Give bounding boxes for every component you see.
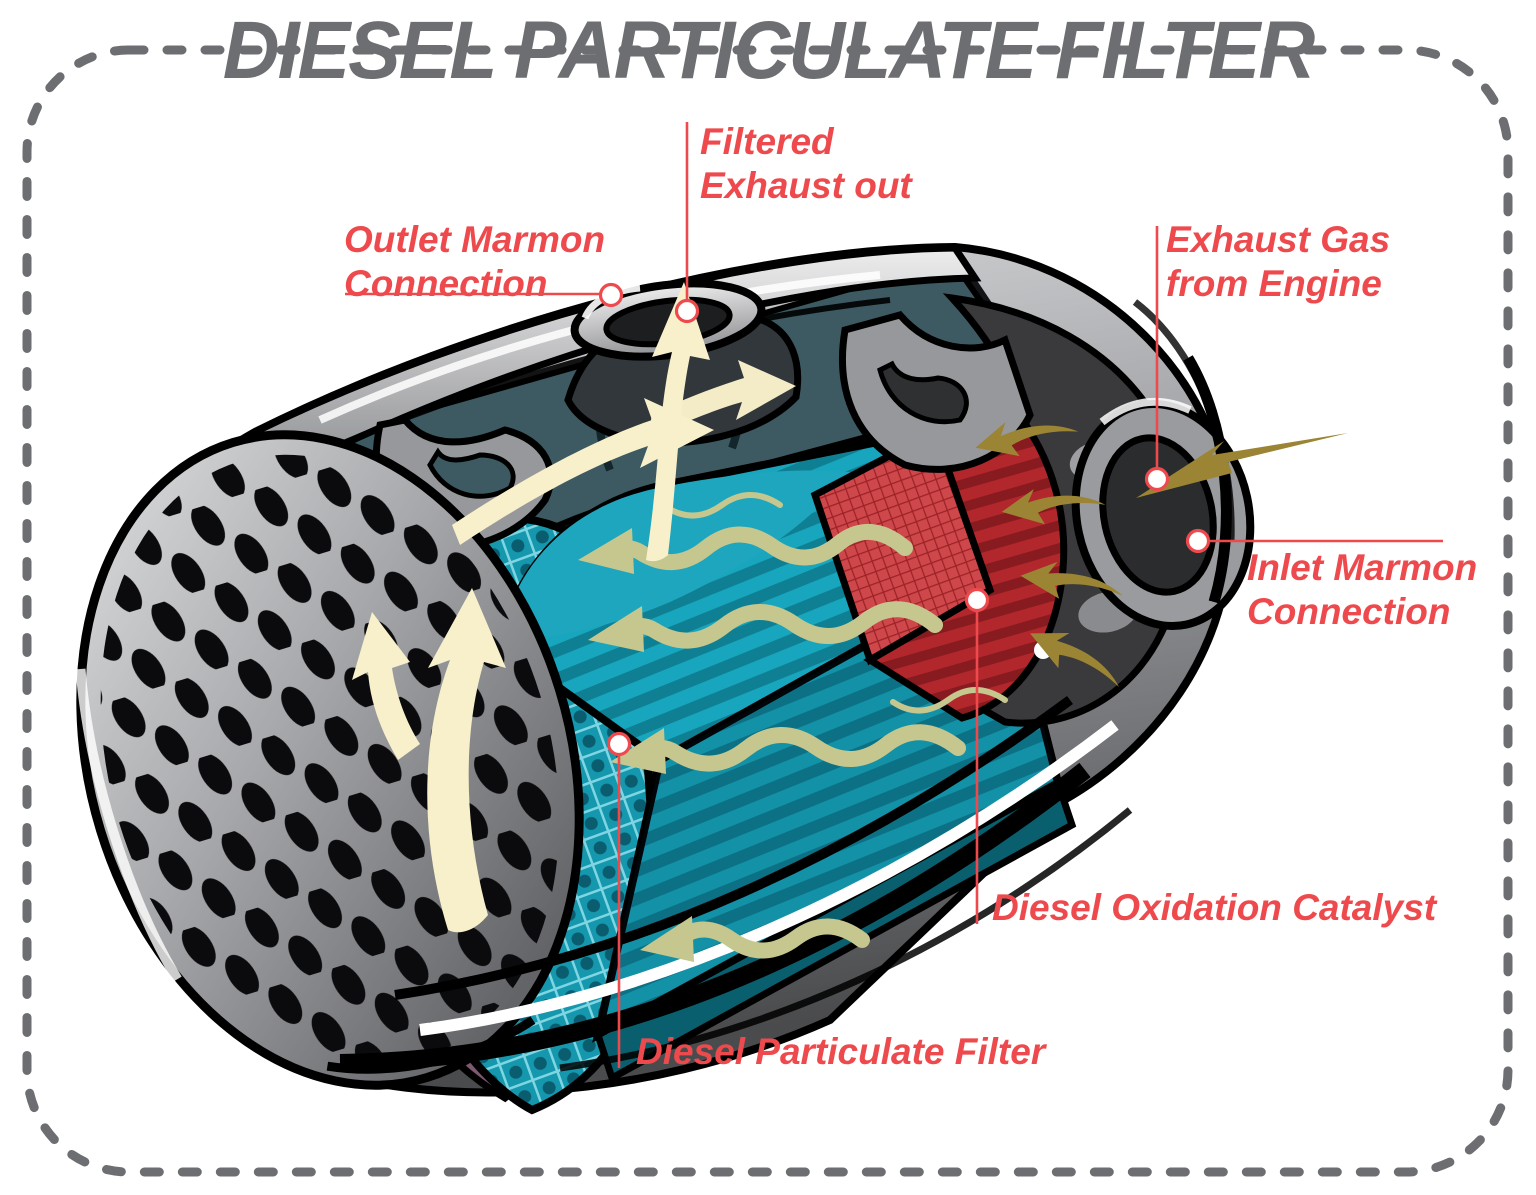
page-title: DIESEL PARTICULATE FILTER — [222, 5, 1315, 96]
filter-flow-arrowheads — [578, 528, 694, 962]
label-exhaust-gas-from-engine: Exhaust Gas from Engine — [1166, 218, 1390, 306]
label-line: Connection — [344, 263, 548, 304]
label-line: from Engine — [1166, 263, 1382, 304]
label-line: Exhaust out — [700, 165, 912, 206]
label-line: Filtered — [700, 121, 834, 162]
label-diesel-particulate-filter: Diesel Particulate Filter — [636, 1030, 1045, 1074]
label-line: Outlet Marmon — [344, 219, 606, 260]
label-line: Exhaust Gas — [1166, 219, 1391, 260]
dashed-border — [22, 45, 1513, 1177]
leader-lines — [345, 122, 1443, 1068]
label-filtered-exhaust-out: Filtered Exhaust out — [700, 120, 912, 208]
filter-flow-wave-arrows — [612, 492, 1008, 959]
label-outlet-marmon-connection: Outlet Marmon Connection — [344, 218, 605, 306]
label-line: Diesel Oxidation Catalyst — [992, 887, 1437, 928]
label-line: Inlet Marmon — [1247, 547, 1478, 588]
exhaust-gas-arrows — [972, 409, 1348, 700]
leader-dots — [598, 282, 1211, 757]
label-inlet-marmon-connection: Inlet Marmon Connection — [1247, 546, 1477, 634]
label-line: Connection — [1247, 591, 1451, 632]
clean-air-arrows — [352, 282, 796, 933]
label-diesel-oxidation-catalyst: Diesel Oxidation Catalyst — [992, 886, 1436, 930]
label-line: Diesel Particulate Filter — [636, 1031, 1046, 1072]
